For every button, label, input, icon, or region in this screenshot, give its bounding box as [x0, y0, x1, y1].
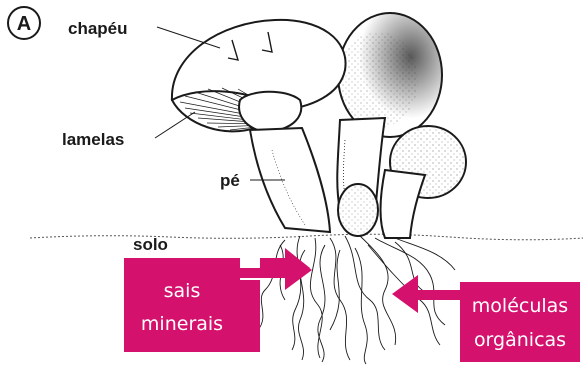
mushroom-small	[380, 126, 466, 238]
label-cap: chapéu	[68, 19, 128, 38]
main-ring	[239, 92, 301, 132]
arrow-minerals: sais minerais	[124, 248, 312, 352]
mushroom-button	[338, 184, 378, 236]
label-gills: lamelas	[62, 130, 124, 149]
label-soil: solo	[133, 235, 168, 254]
label-stem: pé	[220, 171, 240, 190]
panel-letter-badge: A	[8, 7, 40, 39]
soil-line	[30, 234, 583, 240]
arrow-minerals-line1: sais	[164, 280, 201, 302]
arrow-minerals-line2: minerais	[141, 313, 223, 335]
mushroom-main	[172, 20, 346, 232]
arrow-organic-line2: orgânicas	[474, 329, 566, 351]
arrow-organic-line1: moléculas	[472, 295, 568, 317]
panel-letter: A	[17, 13, 31, 35]
